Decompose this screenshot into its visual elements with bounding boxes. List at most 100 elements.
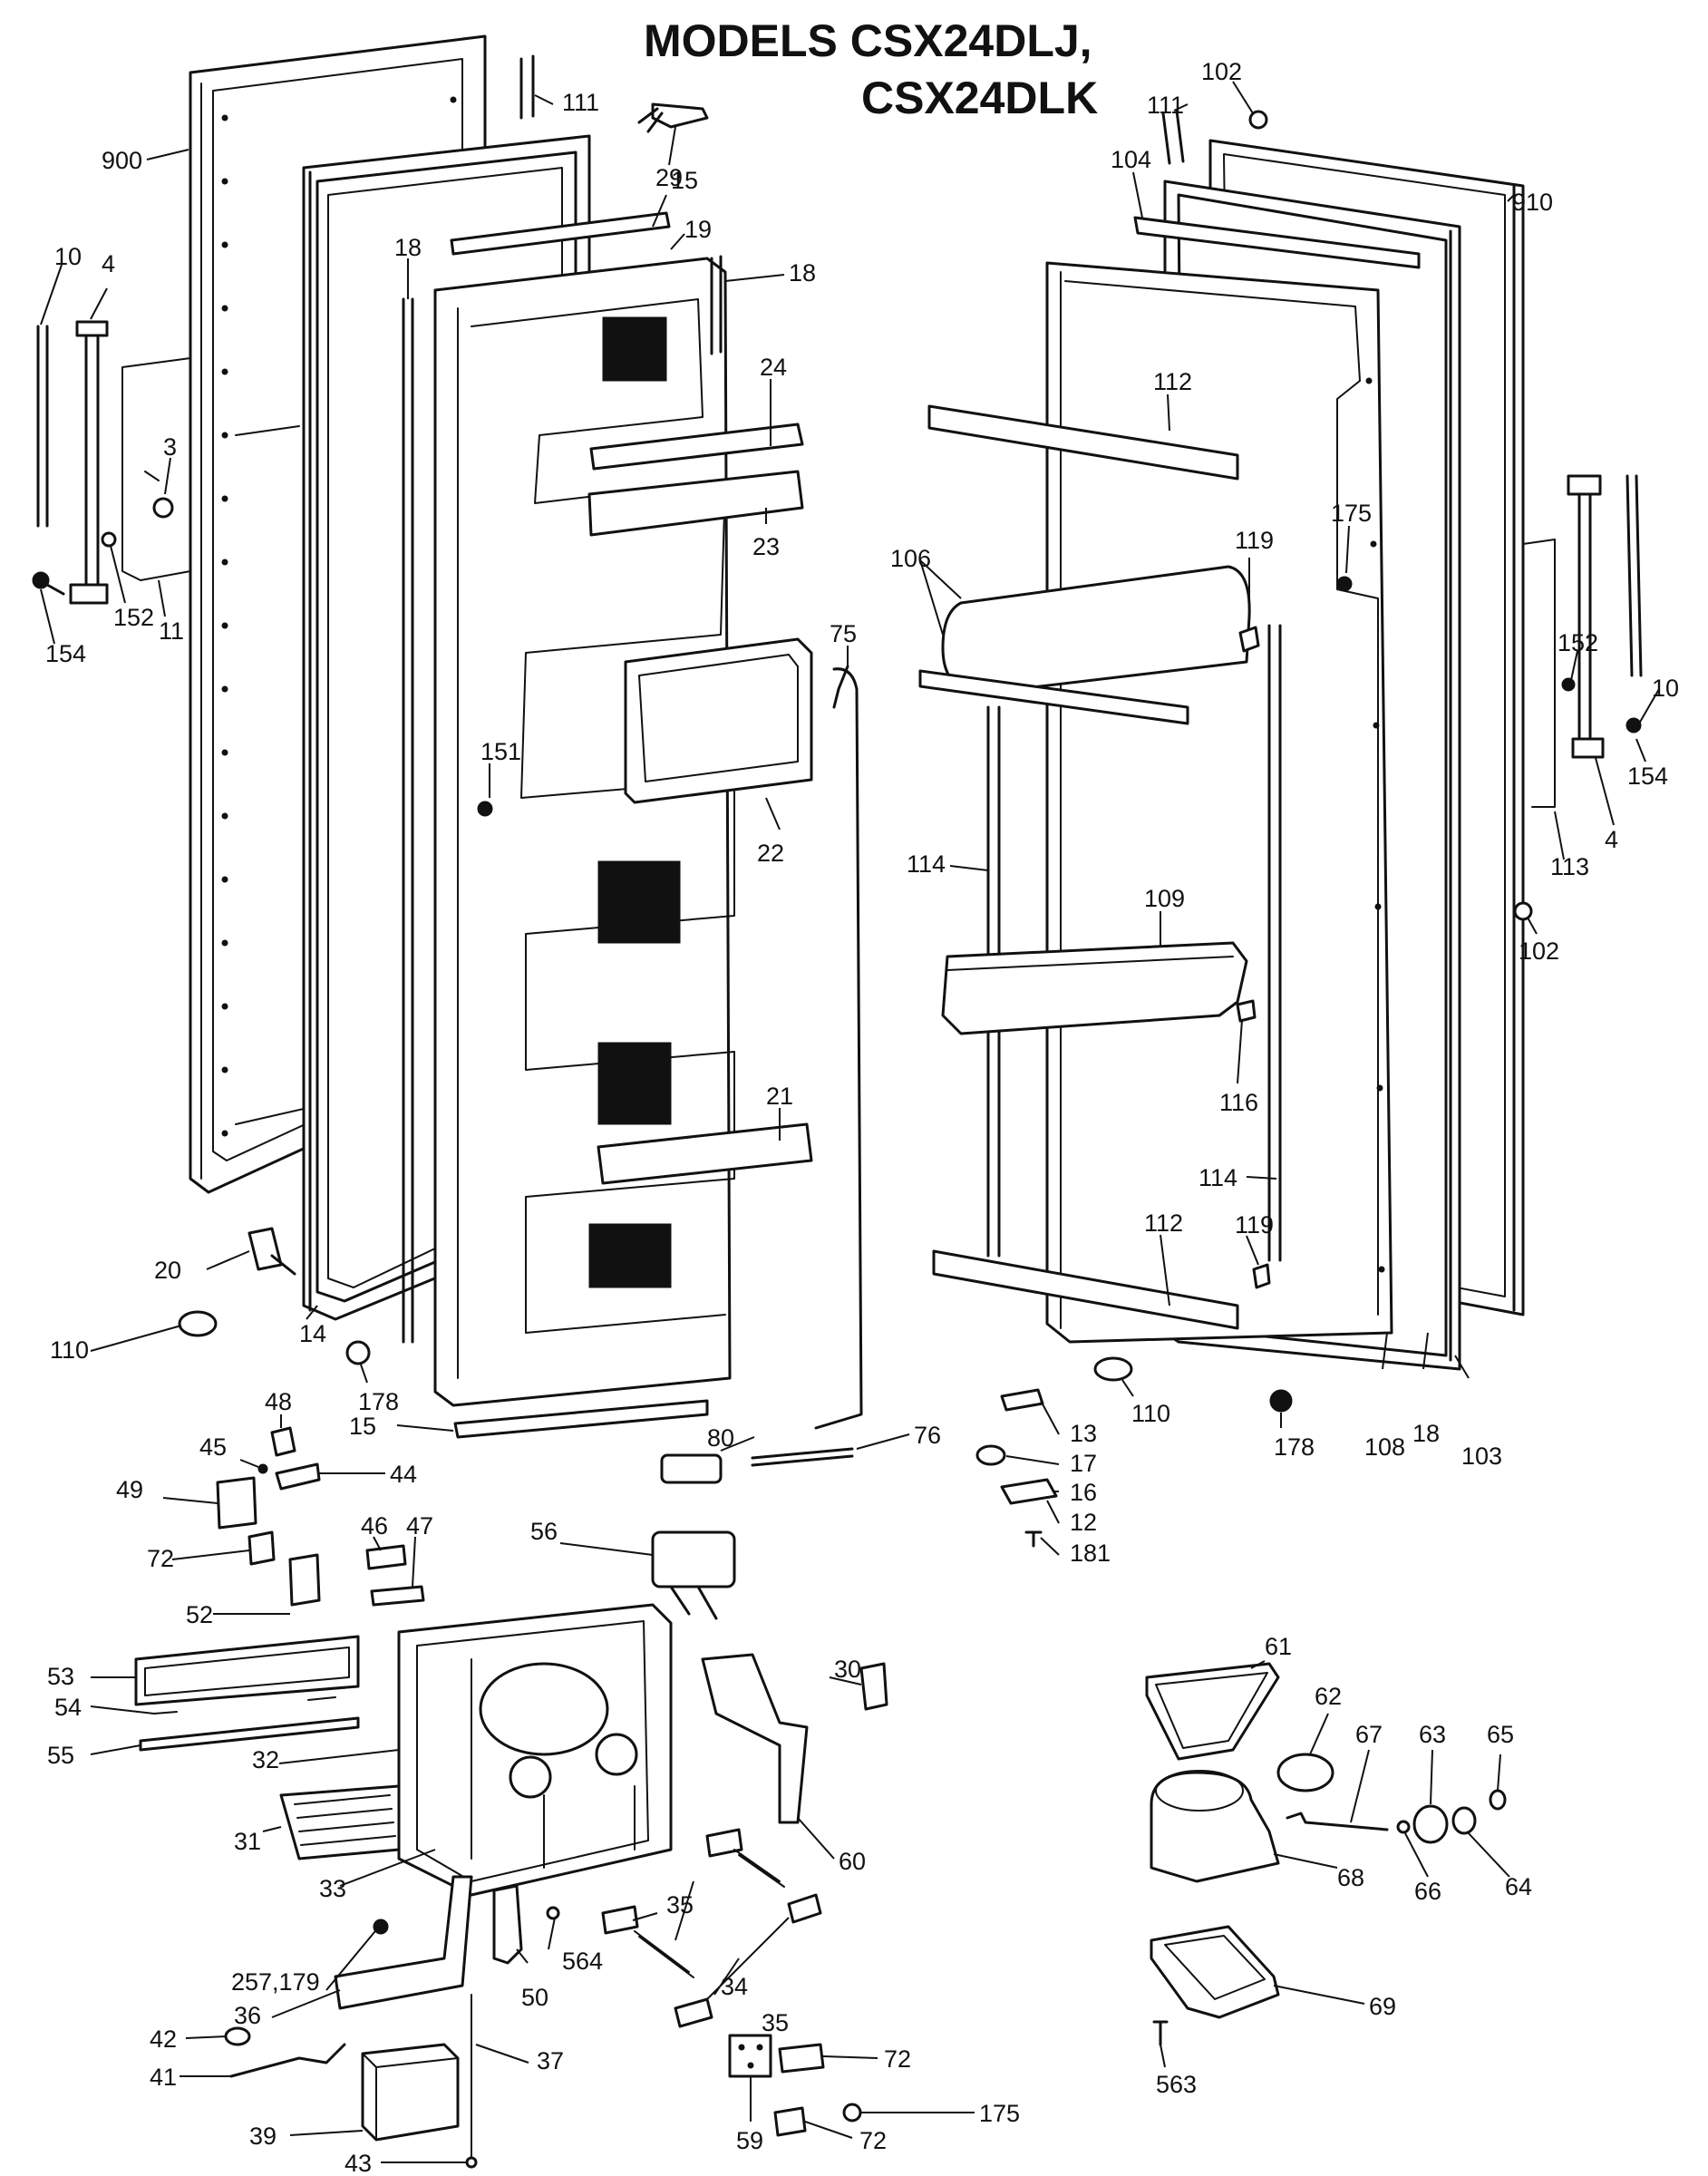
callout-154-left: 154 xyxy=(45,640,86,667)
callout-564: 564 xyxy=(562,1948,603,1975)
callout-910: 910 xyxy=(1512,189,1553,216)
title-line-1: MODELS CSX24DLJ, xyxy=(644,15,1092,66)
freezer-door-liner xyxy=(433,257,735,1407)
callout-3: 3 xyxy=(163,433,177,461)
callout-61: 61 xyxy=(1265,1633,1292,1660)
callout-43: 43 xyxy=(345,2150,372,2176)
callout-35-lower: 35 xyxy=(762,2009,789,2036)
callout-175-bottom: 175 xyxy=(979,2100,1020,2127)
callout-18-left: 18 xyxy=(394,234,422,261)
callout-257-179: 257,179 xyxy=(231,1968,320,1996)
callout-39: 39 xyxy=(249,2123,277,2150)
callout-12: 12 xyxy=(1070,1509,1097,1536)
callout-60: 60 xyxy=(839,1848,866,1875)
callout-53: 53 xyxy=(47,1663,74,1690)
title-line-2: CSX24DLK xyxy=(861,73,1098,123)
callout-48: 48 xyxy=(265,1388,292,1415)
callout-22: 22 xyxy=(757,840,784,867)
freezer-door-parts xyxy=(32,54,863,1484)
callout-114-left: 114 xyxy=(907,850,946,878)
callout-563: 563 xyxy=(1156,2071,1197,2098)
callout-54: 54 xyxy=(54,1694,82,1721)
callout-10-left: 10 xyxy=(54,243,82,270)
leader-lines xyxy=(40,81,1660,2163)
callout-72-left: 72 xyxy=(147,1545,174,1572)
callout-110-left: 110 xyxy=(50,1336,89,1364)
callout-47: 47 xyxy=(406,1512,433,1540)
callout-35-upper: 35 xyxy=(666,1891,694,1919)
callout-37: 37 xyxy=(537,2047,564,2074)
callout-119-top: 119 xyxy=(1235,527,1274,554)
callout-65: 65 xyxy=(1487,1721,1514,1748)
callout-50: 50 xyxy=(521,1984,548,2011)
callout-66: 66 xyxy=(1414,1878,1441,1905)
callout-62: 62 xyxy=(1315,1683,1342,1710)
callout-102-top: 102 xyxy=(1201,58,1242,85)
callout-102-bottom: 102 xyxy=(1519,937,1559,965)
callout-23: 23 xyxy=(752,533,780,560)
callout-14: 14 xyxy=(299,1320,326,1347)
callout-116: 116 xyxy=(1219,1089,1258,1116)
callout-15-top: 15 xyxy=(671,167,698,194)
callout-113: 113 xyxy=(1550,853,1589,880)
callout-46: 46 xyxy=(361,1512,388,1540)
callout-20: 20 xyxy=(154,1257,181,1284)
callout-13: 13 xyxy=(1070,1420,1097,1447)
callout-75: 75 xyxy=(830,620,857,647)
callout-108: 108 xyxy=(1364,1433,1405,1461)
callout-4-left: 4 xyxy=(102,250,115,277)
callout-106: 106 xyxy=(890,545,931,572)
callout-36: 36 xyxy=(234,2002,261,2029)
callout-52: 52 xyxy=(186,1601,213,1628)
callout-900: 900 xyxy=(102,147,142,174)
callout-152-left: 152 xyxy=(113,604,154,631)
callout-76: 76 xyxy=(914,1422,941,1449)
callout-114-right: 114 xyxy=(1199,1164,1237,1191)
callout-80: 80 xyxy=(707,1424,734,1452)
callout-19: 19 xyxy=(684,216,712,243)
callout-111-right: 111 xyxy=(1147,92,1184,119)
callout-55: 55 xyxy=(47,1742,74,1769)
callout-178-left: 178 xyxy=(358,1388,399,1415)
callout-41: 41 xyxy=(150,2064,177,2091)
callout-59: 59 xyxy=(736,2127,763,2154)
callout-111-left: 111 xyxy=(562,89,599,116)
callout-72-right-top: 72 xyxy=(884,2045,911,2073)
callout-44: 44 xyxy=(390,1461,417,1488)
dispenser-assembly xyxy=(134,1426,888,2169)
callout-152-right: 152 xyxy=(1558,629,1598,656)
callout-18-door: 18 xyxy=(1412,1420,1440,1447)
callout-56: 56 xyxy=(530,1518,558,1545)
callout-49: 49 xyxy=(116,1476,143,1503)
callout-154-right: 154 xyxy=(1627,763,1668,790)
callout-11: 11 xyxy=(159,617,184,645)
callout-69: 69 xyxy=(1369,1993,1396,2020)
callout-30: 30 xyxy=(834,1656,861,1683)
callout-18-right: 18 xyxy=(789,259,816,287)
ice-chute-assembly xyxy=(1145,1662,1507,2046)
callout-151: 151 xyxy=(480,738,521,765)
callout-16: 16 xyxy=(1070,1479,1097,1506)
callout-10-right: 10 xyxy=(1652,675,1679,702)
callout-labels: 900 111 29 15 19 18 18 10 4 3 154 152 11… xyxy=(45,58,1679,2176)
callout-29: 29 xyxy=(655,164,683,191)
callout-112-bottom: 112 xyxy=(1144,1209,1183,1237)
callout-181: 181 xyxy=(1070,1540,1111,1567)
callout-63: 63 xyxy=(1419,1721,1446,1748)
callout-178-right: 178 xyxy=(1274,1433,1315,1461)
callout-4-right: 4 xyxy=(1605,826,1618,853)
callout-72-right-bottom: 72 xyxy=(859,2127,887,2154)
callout-104: 104 xyxy=(1111,146,1151,173)
callout-64: 64 xyxy=(1505,1873,1532,1900)
callout-33: 33 xyxy=(319,1875,346,1902)
callout-45: 45 xyxy=(199,1433,227,1461)
callout-112-top: 112 xyxy=(1153,368,1192,395)
callout-68: 68 xyxy=(1337,1864,1364,1891)
callout-67: 67 xyxy=(1355,1721,1383,1748)
callout-42: 42 xyxy=(150,2025,177,2053)
callout-34: 34 xyxy=(721,1973,748,2000)
callout-175-right: 175 xyxy=(1331,500,1372,527)
fresh-food-door-parts xyxy=(918,109,1643,1548)
callout-110-right: 110 xyxy=(1131,1400,1170,1427)
